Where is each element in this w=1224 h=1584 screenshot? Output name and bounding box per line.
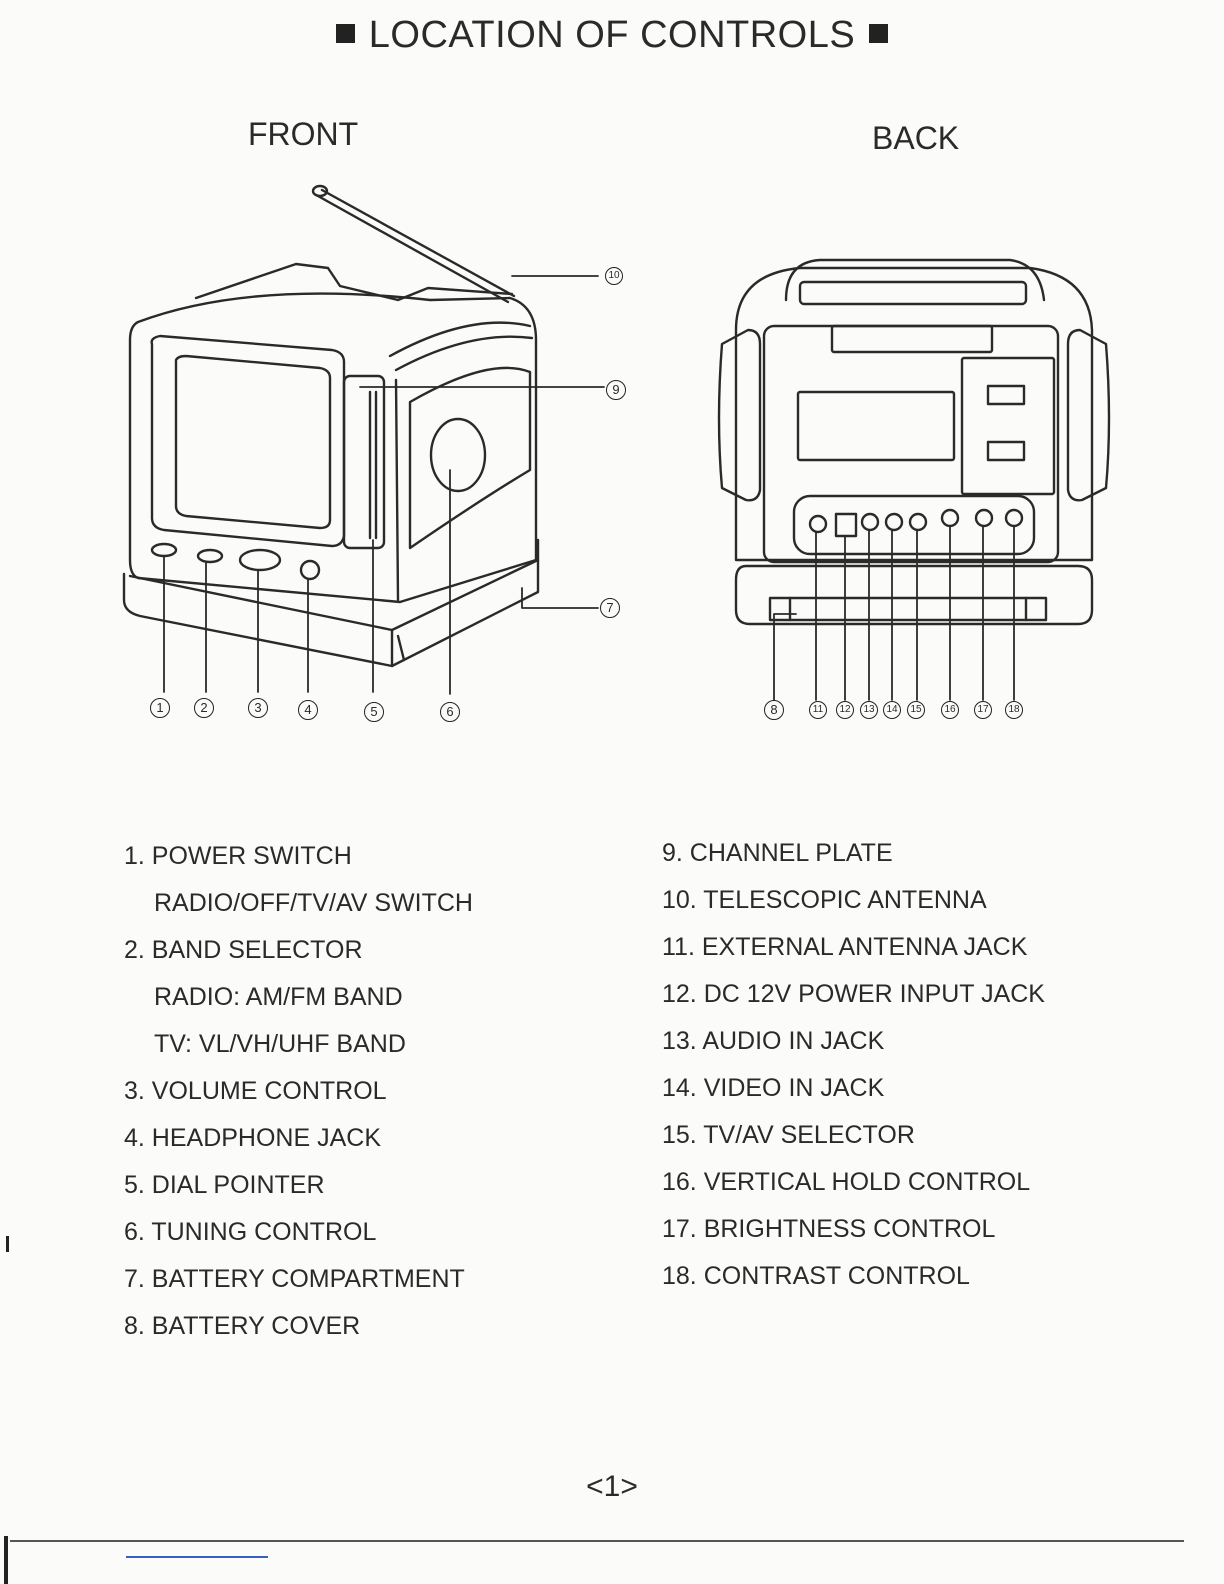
list-item: 13. AUDIO IN JACK: [662, 1027, 885, 1055]
callout-16: 16: [941, 701, 959, 719]
cabinet-drawing: [128, 292, 538, 604]
callout-12: 12: [836, 701, 854, 719]
list-item: 6. TUNING CONTROL: [124, 1218, 377, 1246]
list-item: 11. EXTERNAL ANTENNA JACK: [662, 933, 1028, 961]
label-plate-drawing: [796, 390, 956, 462]
headphone-jack-drawing: [299, 559, 321, 581]
scan-edge-mark: [6, 1236, 9, 1252]
tuning-knob-drawing: [429, 417, 487, 493]
list-item: 2. BAND SELECTOR: [124, 936, 363, 964]
list-item: 16. VERTICAL HOLD CONTROL: [662, 1168, 1031, 1196]
list-item: 15. TV/AV SELECTOR: [662, 1121, 915, 1149]
list-item: 17. BRIGHTNESS CONTROL: [662, 1215, 996, 1243]
list-item: 14. VIDEO IN JACK: [662, 1074, 885, 1102]
front-view-label: FRONT: [248, 116, 359, 152]
list-item: 10. TELESCOPIC ANTENNA: [662, 886, 987, 914]
list-item: 18. CONTRAST CONTROL: [662, 1262, 970, 1290]
page-number: <1>: [586, 1470, 638, 1503]
callout-15: 15: [907, 701, 925, 719]
callout-8: 8: [764, 700, 784, 720]
list-item: RADIO/OFF/TV/AV SWITCH: [154, 889, 473, 917]
antenna-drawing: [311, 184, 516, 304]
list-item: 5. DIAL POINTER: [124, 1171, 325, 1199]
callout-18: 18: [1005, 701, 1023, 719]
list-item: TV: VL/VH/UHF BAND: [154, 1030, 406, 1058]
parts-list-left: 1. POWER SWITCH RADIO/OFF/TV/AV SWITCH 2…: [124, 833, 473, 1350]
list-item: 1. POWER SWITCH: [124, 842, 352, 870]
jack-panel-drawing: [792, 494, 1036, 556]
bottom-rule: [10, 1540, 1184, 1542]
power-switch-drawing: [150, 542, 178, 558]
callout-5: 5: [364, 702, 384, 722]
top-handle-drawing: [194, 262, 514, 302]
back-handle-drawing: [784, 258, 1046, 302]
channel-plate-drawing: [408, 366, 532, 550]
page-title: LOCATION OF CONTROLS: [0, 14, 1224, 57]
list-item: 8. BATTERY COVER: [124, 1312, 361, 1340]
square-bullet-icon: [335, 24, 355, 44]
list-item: 12. DC 12V POWER INPUT JACK: [662, 980, 1045, 1008]
scan-edge-mark: [4, 1536, 8, 1584]
callout-10: 10: [605, 267, 623, 285]
back-view-label: BACK: [872, 120, 960, 156]
callout-14: 14: [883, 701, 901, 719]
blue-rule: [126, 1556, 268, 1558]
callout-3: 3: [248, 698, 268, 718]
callout-11: 11: [809, 701, 827, 719]
screen-drawing: [174, 354, 332, 530]
list-item: 3. VOLUME CONTROL: [124, 1077, 387, 1105]
parts-list-right: 9. CHANNEL PLATE 10. TELESCOPIC ANTENNA …: [662, 830, 1045, 1300]
square-bullet-icon: [869, 24, 889, 44]
callout-1: 1: [150, 698, 170, 718]
right-grip-drawing: [1066, 328, 1111, 502]
callout-4: 4: [298, 700, 318, 720]
callout-13: 13: [860, 701, 878, 719]
list-item: 7. BATTERY COMPARTMENT: [124, 1265, 465, 1293]
list-item: 9. CHANNEL PLATE: [662, 839, 893, 867]
volume-knob-drawing: [238, 548, 282, 572]
callout-2: 2: [194, 698, 214, 718]
base-drawing: [122, 538, 540, 668]
callout-7: 7: [600, 598, 620, 618]
back-base-drawing: [734, 564, 1094, 626]
list-item: RADIO: AM/FM BAND: [154, 983, 403, 1011]
callout-9: 9: [606, 380, 626, 400]
band-selector-drawing: [196, 548, 224, 564]
callout-6: 6: [440, 702, 460, 722]
tv-diagram: [122, 184, 1111, 701]
dial-window-drawing: [342, 374, 386, 550]
list-item: 4. HEADPHONE JACK: [124, 1124, 382, 1152]
callout-17: 17: [974, 701, 992, 719]
left-grip-drawing: [717, 328, 762, 502]
